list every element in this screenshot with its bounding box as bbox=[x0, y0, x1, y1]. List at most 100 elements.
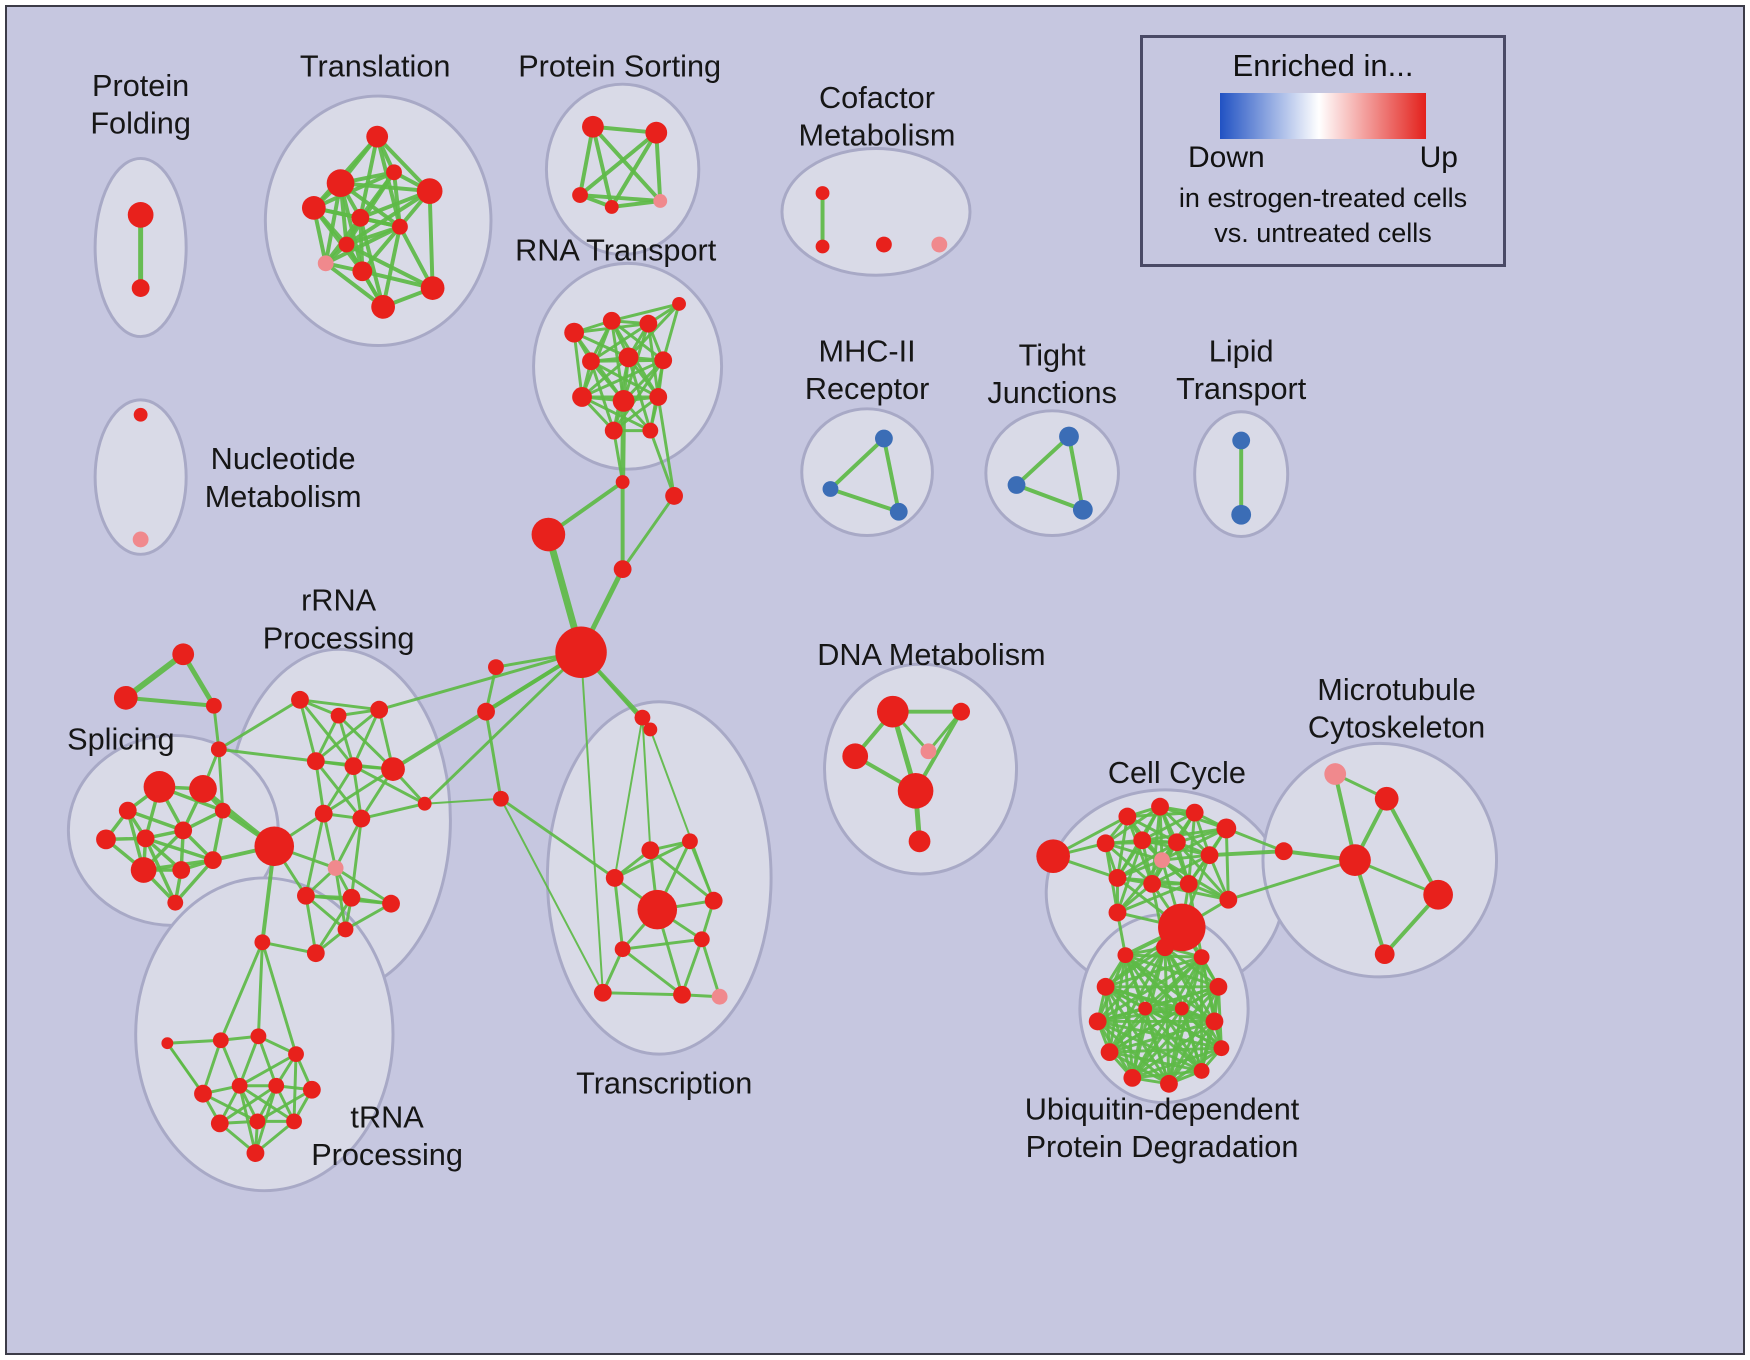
transcription-node bbox=[593, 983, 612, 1002]
edge bbox=[238, 1052, 298, 1088]
ubiquitin-degradation-node bbox=[1213, 1040, 1230, 1057]
trna-processing-node bbox=[250, 1028, 267, 1045]
trna-processing-node bbox=[246, 1144, 265, 1162]
rna-transport-node bbox=[582, 352, 600, 371]
edge bbox=[654, 130, 663, 203]
ubiquitin-degradation-node bbox=[1088, 1012, 1107, 1031]
protein-sorting-ellipse bbox=[544, 82, 701, 256]
splicing-node bbox=[96, 829, 116, 850]
rrna-processing-label: rRNA bbox=[301, 583, 377, 618]
protein-sorting-node bbox=[582, 115, 604, 138]
edge bbox=[1160, 826, 1228, 862]
rna-transport-node bbox=[639, 314, 658, 333]
rna-transport-node bbox=[672, 296, 686, 311]
cell-cycle-node bbox=[1151, 797, 1169, 816]
rrna-processing-label: Processing bbox=[263, 620, 415, 655]
edge bbox=[423, 797, 502, 805]
translation-node bbox=[351, 208, 370, 227]
ubiquitin-degradation-node bbox=[1096, 977, 1115, 996]
cell-cycle-node bbox=[1200, 846, 1219, 865]
translation-node bbox=[352, 261, 373, 282]
trna-processing-node bbox=[161, 1037, 174, 1050]
lipid-transport-node bbox=[1231, 504, 1252, 525]
ubiquitin-degradation-node bbox=[1160, 1074, 1178, 1093]
transcription-node bbox=[704, 891, 723, 910]
nucleotide-metabolism-node bbox=[133, 407, 148, 422]
rrna-processing-node bbox=[330, 707, 347, 724]
cell-cycle-node bbox=[1219, 890, 1238, 909]
connectors-node bbox=[488, 659, 504, 676]
ubiquitin-degradation-node bbox=[1193, 949, 1210, 966]
rna-transport-label: RNA Transport bbox=[515, 232, 717, 267]
edge bbox=[334, 817, 363, 870]
edge bbox=[1130, 1007, 1147, 1080]
edge bbox=[298, 698, 318, 763]
ubiquitin-degradation-node bbox=[1193, 1063, 1210, 1079]
rrna-processing-node bbox=[381, 757, 405, 781]
edge bbox=[1150, 853, 1212, 886]
edge bbox=[1180, 1007, 1223, 1050]
edge bbox=[351, 764, 427, 806]
ubiquitin-degradation-node bbox=[1156, 938, 1174, 957]
microtubule-cytoskeleton-label: Microtubule bbox=[1317, 672, 1476, 707]
edge bbox=[648, 848, 716, 903]
trna-processing-node bbox=[286, 1113, 302, 1130]
edge bbox=[304, 812, 326, 898]
rrna-processing-node bbox=[306, 944, 325, 963]
edge bbox=[253, 1084, 278, 1155]
connectors-node bbox=[643, 722, 658, 737]
translation-node bbox=[326, 169, 355, 198]
edge bbox=[641, 716, 652, 852]
microtubule-cytoskeleton-node bbox=[1274, 842, 1293, 861]
nucleotide-metabolism-label: Nucleotide bbox=[211, 441, 356, 476]
dna-metabolism-node bbox=[920, 743, 937, 760]
edge bbox=[499, 797, 604, 994]
edge bbox=[1115, 840, 1179, 880]
rrna-processing-node bbox=[306, 752, 325, 771]
splicing-node bbox=[172, 861, 191, 879]
edge bbox=[323, 224, 402, 266]
edge bbox=[580, 395, 652, 433]
edge bbox=[256, 940, 264, 1038]
edge bbox=[311, 170, 396, 210]
edge bbox=[427, 189, 435, 291]
edge bbox=[166, 1042, 204, 1095]
ubiquitin-degradation-node bbox=[1117, 947, 1134, 964]
edge bbox=[572, 331, 584, 399]
edge bbox=[610, 302, 681, 323]
cofactor-metabolism-node bbox=[815, 186, 830, 200]
splicing-node bbox=[189, 775, 217, 803]
edge bbox=[620, 398, 627, 485]
nodes-layer bbox=[96, 115, 1453, 1162]
edge bbox=[828, 487, 901, 514]
transcription-node bbox=[682, 833, 698, 850]
edge bbox=[580, 358, 665, 399]
protein-folding-node bbox=[127, 201, 154, 228]
cell-cycle-node bbox=[1133, 831, 1152, 850]
edge bbox=[1104, 955, 1204, 989]
edge bbox=[828, 436, 886, 491]
edge bbox=[165, 1038, 223, 1045]
rrna-processing-node bbox=[297, 886, 315, 905]
edge bbox=[578, 130, 659, 198]
edge bbox=[1096, 945, 1167, 1023]
protein-folding-label: Protein bbox=[92, 68, 189, 103]
edge bbox=[1180, 955, 1204, 1011]
edge bbox=[143, 836, 215, 862]
edge bbox=[260, 940, 298, 1056]
edge bbox=[217, 747, 225, 813]
transcription-node bbox=[605, 869, 624, 887]
edge bbox=[1104, 841, 1154, 886]
edge bbox=[580, 651, 604, 994]
edge bbox=[621, 937, 704, 951]
edge bbox=[298, 698, 381, 712]
trna-processing-label: tRNA bbox=[350, 1099, 424, 1134]
trna-processing-label: Processing bbox=[311, 1137, 463, 1172]
connectors-node bbox=[492, 790, 509, 807]
edge bbox=[1224, 826, 1286, 853]
splicing-node bbox=[118, 801, 137, 820]
dna-metabolism-node bbox=[876, 695, 909, 728]
trna-processing-node bbox=[231, 1077, 248, 1094]
legend-note-line1: in estrogen-treated cells bbox=[1178, 183, 1468, 213]
dna-metabolism-node bbox=[952, 702, 971, 721]
